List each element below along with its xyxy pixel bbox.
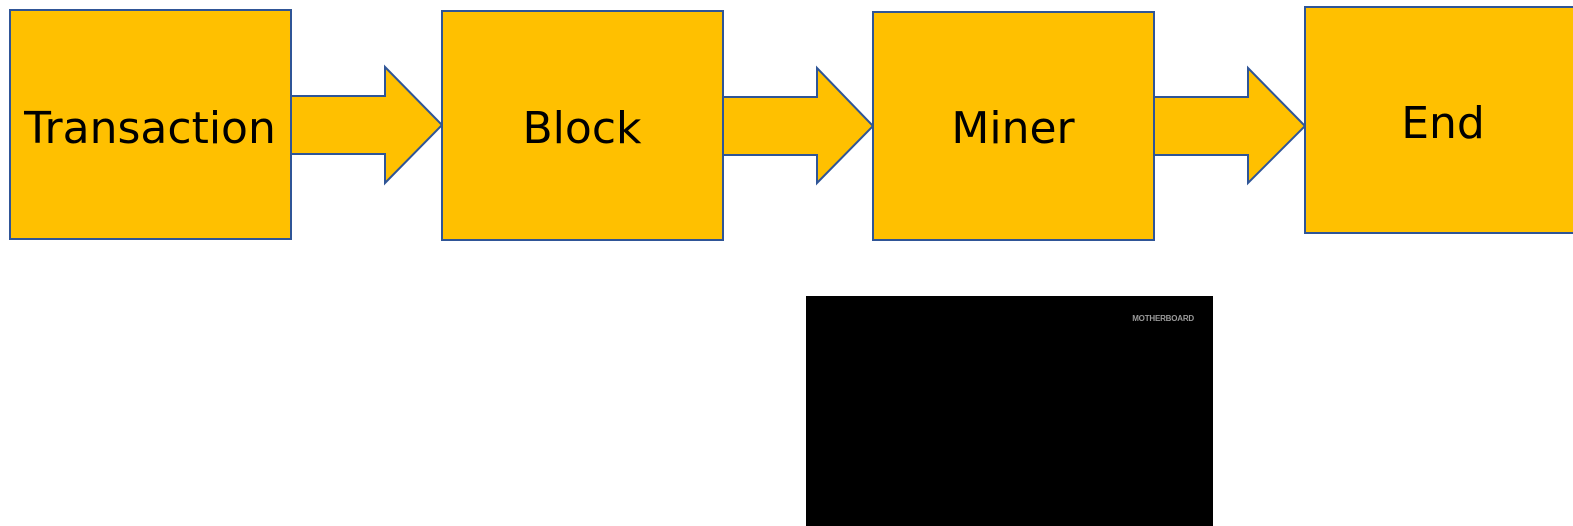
video-player[interactable]: MOTHERBOARD <box>806 296 1213 526</box>
node-block: Block <box>441 10 724 241</box>
node-transaction: Transaction <box>9 9 292 240</box>
node-block-box <box>441 10 724 241</box>
node-miner: Miner <box>872 11 1155 241</box>
video-watermark-logo: MOTHERBOARD <box>1132 314 1194 323</box>
node-end-label: End <box>1401 98 1485 149</box>
node-transaction-box <box>9 9 292 240</box>
arrow-block-to-miner <box>722 65 875 186</box>
arrow-transaction-to-block <box>290 64 444 186</box>
node-end: End <box>1304 6 1573 234</box>
arrow-miner-to-end <box>1153 65 1307 186</box>
node-block-label: Block <box>522 103 642 154</box>
node-miner-label: Miner <box>951 103 1075 154</box>
node-end-box <box>1304 6 1573 234</box>
node-transaction-label: Transaction <box>23 103 276 154</box>
node-miner-box <box>872 11 1155 241</box>
